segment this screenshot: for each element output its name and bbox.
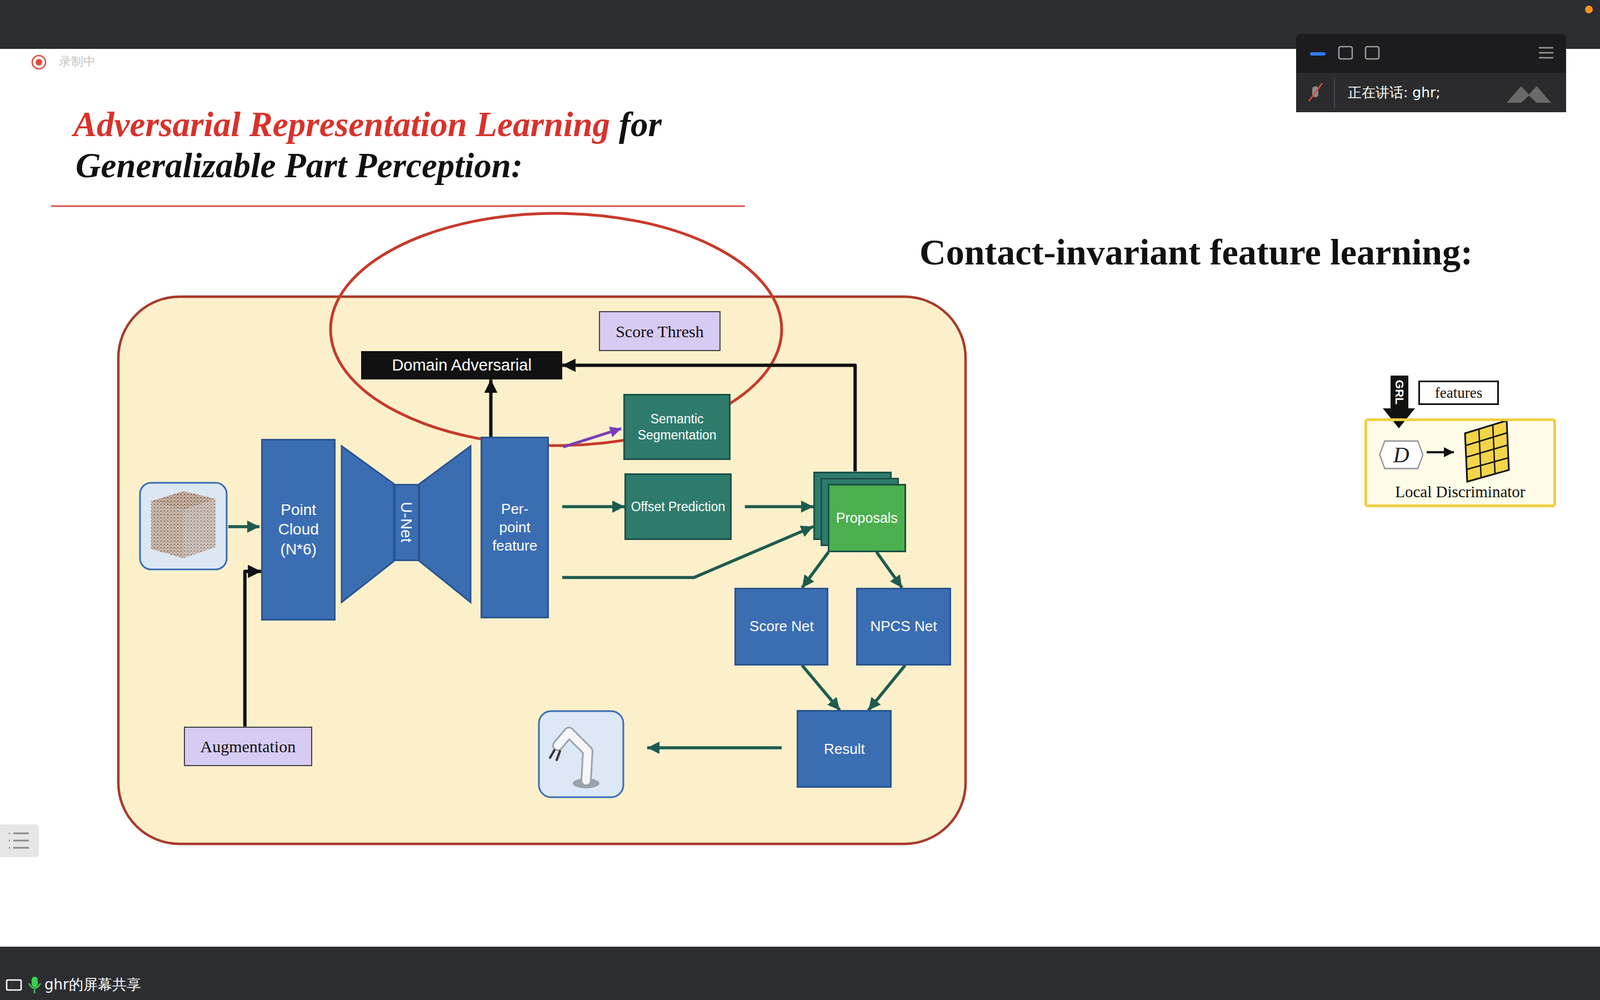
slide-title: Adversarial Representation Learningfor <box>73 105 662 144</box>
node-text: Score Thresh <box>615 322 704 341</box>
record-icon <box>35 58 43 66</box>
connector-arrow <box>563 428 622 447</box>
node-text: Semantic Segmentation <box>629 411 725 444</box>
panel-icon <box>1310 52 1326 56</box>
mic-icon <box>28 983 41 994</box>
input-image-frame <box>140 482 227 570</box>
title-underline <box>51 205 745 208</box>
hexagon-outline <box>1379 441 1423 469</box>
hexagon-node: D <box>1378 439 1425 470</box>
recording-status: 录制中 <box>58 54 96 69</box>
discriminator-arrow <box>1426 451 1454 454</box>
proposal-stack: Proposals <box>813 471 907 553</box>
node-text: Proposals <box>836 509 898 527</box>
output-box: Result <box>796 710 892 788</box>
panel-icon <box>1338 46 1353 59</box>
adversarial-box: Domain Adversarial <box>361 351 563 380</box>
speaker-panel-row <box>1296 72 1567 113</box>
side-menu-tab <box>0 824 39 858</box>
connector-arrow <box>245 571 262 727</box>
connector-arrow <box>876 552 903 588</box>
arrow-label: GRL <box>1393 380 1406 405</box>
robot-arm <box>557 732 588 781</box>
node-text: Augmentation <box>200 737 297 756</box>
connector-arrow <box>802 665 840 711</box>
connector-arrow <box>562 365 855 472</box>
input-box: Point Cloud (N*6) <box>261 438 336 621</box>
node-text: D <box>1393 443 1410 467</box>
output-arrow <box>647 746 782 750</box>
speaker-status: 正在讲话: ghr; <box>1347 84 1441 102</box>
pipeline-container <box>118 296 966 844</box>
side-menu-icon <box>8 833 29 848</box>
node-text: U-Net <box>396 502 417 543</box>
discriminator-box: Local Discriminator D <box>1364 418 1557 508</box>
node-text: features <box>1435 385 1483 401</box>
title-text: Adversarial Representation Learning <box>73 105 610 144</box>
point-cloud-cube <box>151 501 184 559</box>
robot-gripper <box>550 750 560 760</box>
unet-encoder <box>341 446 394 603</box>
panel-divider <box>1333 77 1335 108</box>
grl-arrow <box>1390 375 1409 409</box>
mic-off-icon <box>1308 83 1323 102</box>
bottom-bar <box>0 946 1600 1000</box>
network-box: NPCS Net <box>856 587 952 666</box>
panel-icon <box>1365 46 1379 59</box>
stack-front: Proposals <box>827 483 907 553</box>
input-arrow <box>228 525 260 529</box>
connector-arrow <box>868 665 905 711</box>
head-box: Offset Prediction <box>624 473 732 540</box>
node-text: Local Discriminator <box>1395 483 1525 502</box>
head-box: Semantic Segmentation <box>623 393 731 460</box>
share-status: ghr的屏幕共享 <box>44 976 142 994</box>
node-text: Result <box>823 740 865 759</box>
feature-tag: features <box>1418 380 1499 405</box>
discriminator-fill <box>1364 418 1557 508</box>
title-text: Generalizable Part Perception: <box>75 146 523 185</box>
connector-arrow <box>562 505 625 509</box>
mic-icon <box>31 976 38 988</box>
node-text: Point Cloud (N*6) <box>270 500 327 560</box>
connector-arrow <box>802 552 829 588</box>
status-dot <box>1585 5 1593 14</box>
section-heading: Contact-invariant feature learning: <box>919 232 1473 273</box>
patch-grid <box>1465 420 1509 482</box>
node-text: Score Net <box>749 617 814 636</box>
robot-arm <box>557 732 588 781</box>
record-icon <box>32 55 46 69</box>
network-box: Score Net <box>734 587 829 666</box>
node-text: Offset Prediction <box>631 498 726 515</box>
unet-decoder <box>419 446 471 603</box>
node-text: NPCS Net <box>870 617 937 636</box>
feature-box: Per-point feature <box>480 436 549 619</box>
node-text: Domain Adversarial <box>391 356 532 375</box>
connector-arrow <box>489 379 493 437</box>
connector-arrow <box>745 505 814 509</box>
title-text: for <box>618 105 662 144</box>
network-box: U-Net <box>393 483 420 562</box>
node-text: Per-point feature <box>490 500 540 556</box>
logo-mark <box>1506 86 1552 103</box>
robot-image-frame <box>538 711 624 798</box>
panel-icon <box>1538 47 1554 58</box>
point-cloud-cube <box>183 498 216 559</box>
threshold-box: Score Thresh <box>598 311 721 352</box>
speaker-panel <box>1296 33 1567 113</box>
patch-grid <box>1465 425 1509 478</box>
screen-icon <box>6 980 22 990</box>
augmentation-box: Augmentation <box>183 726 313 767</box>
